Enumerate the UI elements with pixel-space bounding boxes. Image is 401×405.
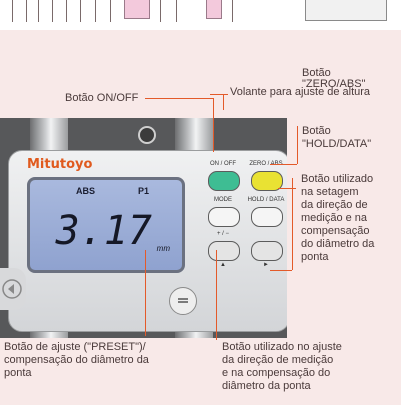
display-value: 3.17 [55, 208, 152, 254]
home-icon [178, 298, 188, 303]
label-zero-abs: Botão "ZERO/ABS" [302, 67, 366, 90]
display-mode: ABS [76, 186, 96, 196]
mode-button[interactable] [208, 207, 240, 227]
on-off-caption: ON / OFF [210, 161, 236, 167]
label-on-off: Botão ON/OFF [65, 92, 139, 104]
hold-data-button[interactable] [251, 207, 283, 227]
display-unit: mm [156, 244, 170, 253]
plus-minus-caption: + / − [216, 231, 229, 237]
hold-data-caption: HOLD / DATA [247, 197, 285, 203]
left-arrow-icon [0, 268, 26, 310]
up-arrow-icon: ▲ [220, 262, 226, 268]
product-photo: Mitutoyo ABS P1 3.17 mm ON / OFF ZERO / … [0, 118, 287, 338]
zero-abs-caption: ZERO / ABS [249, 161, 283, 167]
label-hold-data: Botão "HOLD/DATA" [302, 125, 372, 150]
label-direction-adjust: Botão utilizado no ajuste da direção de … [222, 341, 342, 392]
zero-abs-button[interactable] [251, 171, 283, 191]
right-arrow-button[interactable] [251, 241, 283, 261]
technical-drawing-strip [0, 0, 401, 30]
label-height-wheel: Volante para ajuste de altura [230, 86, 371, 98]
mode-caption: MODE [214, 197, 232, 203]
label-preset: Botão de ajuste ("PRESET")/ compensação … [4, 341, 149, 379]
brand-logo: Mitutoyo [27, 157, 93, 172]
height-adjust-wheel [138, 126, 156, 144]
display-preset: P1 [138, 186, 150, 196]
up-arrow-button[interactable] [208, 241, 240, 261]
home-button[interactable] [169, 287, 197, 315]
right-arrow-icon: ► [263, 262, 269, 268]
indicator-body: Mitutoyo ABS P1 3.17 mm ON / OFF ZERO / … [8, 150, 287, 332]
label-direction-setting: Botão utilizado na setagem da direção de… [301, 173, 375, 263]
on-off-button[interactable] [208, 171, 240, 191]
lcd-display: ABS P1 3.17 mm [27, 177, 185, 273]
